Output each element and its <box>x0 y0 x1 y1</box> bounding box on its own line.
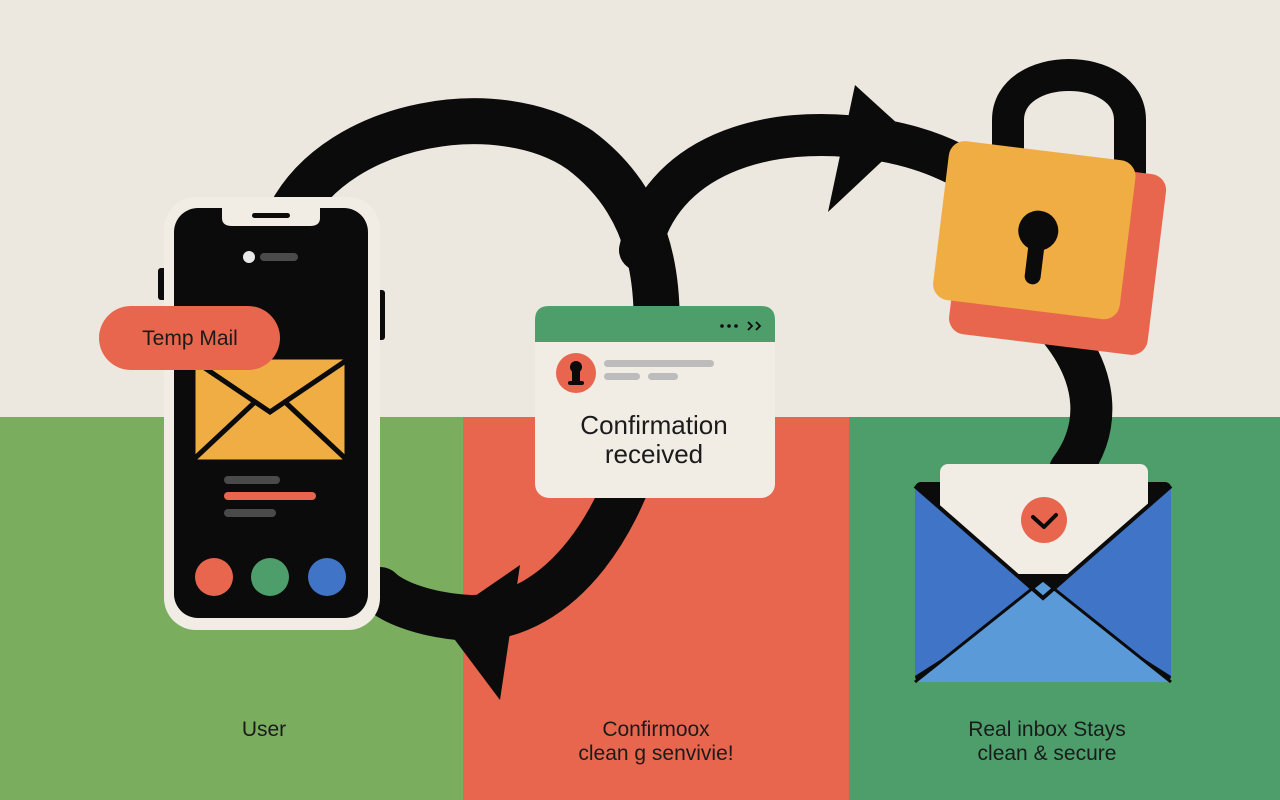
caption-user: User <box>94 718 434 742</box>
caption-user-line1: User <box>241 718 287 741</box>
checkmark-icon <box>1021 497 1067 543</box>
temp-mail-badge: Temp Mail <box>99 306 280 370</box>
red-dot-icon <box>195 558 233 596</box>
inbox-envelope <box>913 464 1173 684</box>
notification-title-line2: received <box>605 439 703 469</box>
caption-inbox-line1: Real inbox Stays <box>968 718 1126 741</box>
notification-title-line1: Confirmation <box>580 410 727 440</box>
green-dot-icon <box>251 558 289 596</box>
padlock-icon <box>933 59 1167 355</box>
caption-inbox-line2: clean & secure <box>977 742 1117 765</box>
notification-card: Confirmation received <box>535 306 775 498</box>
caption-service: Confirmoox clean g senvivie! <box>486 718 826 766</box>
caption-inbox: Real inbox Stays clean & secure <box>877 718 1217 766</box>
temp-mail-label: Temp Mail <box>142 327 238 350</box>
caption-service-line1: Confirmoox <box>602 718 710 741</box>
arrowhead-right <box>828 85 910 212</box>
blue-dot-icon <box>308 558 346 596</box>
envelope-icon <box>190 354 350 465</box>
arrowhead-down <box>440 565 520 700</box>
user-avatar-icon <box>556 353 596 393</box>
phone <box>158 197 385 630</box>
caption-service-line2: clean g senvivie! <box>578 742 734 765</box>
